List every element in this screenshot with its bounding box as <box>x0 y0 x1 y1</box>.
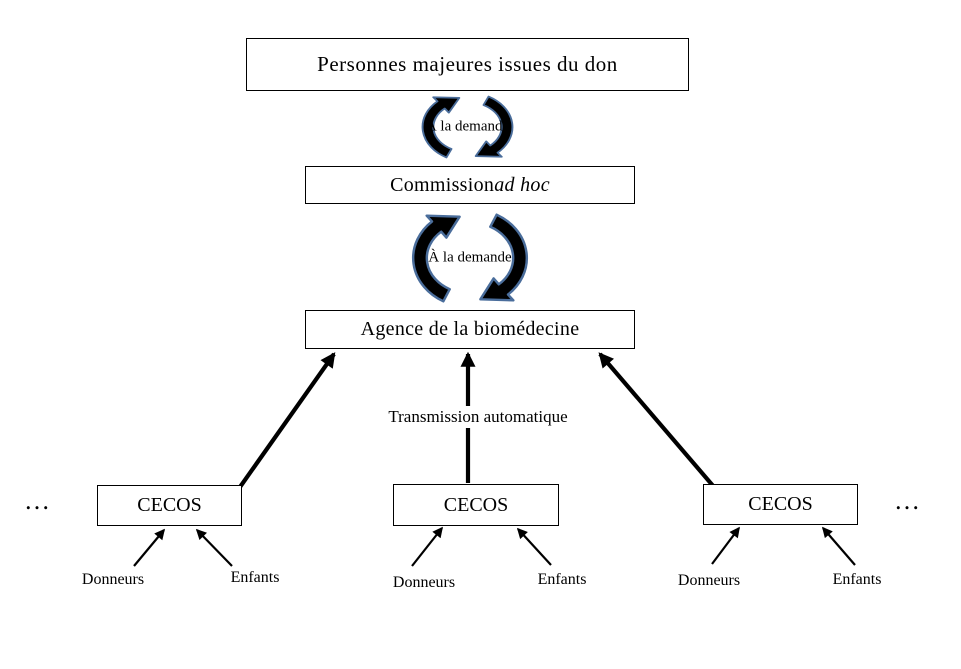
label-donneurs-middle: Donneurs <box>392 574 456 591</box>
arrow-cecos-right-to-agency <box>598 352 716 489</box>
cycle-bottom-label: À la demande <box>428 249 512 266</box>
label-donneurs-left: Donneurs <box>81 571 145 588</box>
box-personnes-majeures: Personnes majeures issues du don <box>246 38 689 91</box>
arrow-enfants-middle <box>516 527 552 566</box>
box-cecos-middle: CECOS <box>393 484 559 526</box>
ellipsis-left: … <box>24 486 53 515</box>
ellipsis-right: … <box>894 486 923 515</box>
arrow-enfants-right <box>821 526 856 566</box>
cycle-arrows-bottom: À la demande <box>372 204 568 312</box>
box-cecos-left: CECOS <box>97 485 242 526</box>
cycle-arrows-top: À la demande <box>390 89 545 165</box>
transmission-automatique-label: Transmission automatique <box>381 406 575 428</box>
box-commission-label: Commission <box>390 173 495 196</box>
label-enfants-right: Enfants <box>832 571 882 588</box>
box-agence-biomedecine: Agence de la biomédecine <box>305 310 635 349</box>
box-cecos-left-label: CECOS <box>137 494 202 516</box>
label-enfants-left: Enfants <box>230 569 280 586</box>
box-cecos-middle-label: CECOS <box>443 493 509 516</box>
label-enfants-middle: Enfants <box>537 571 587 588</box>
box-agence-label: Agence de la biomédecine <box>360 318 580 340</box>
arrow-donneurs-middle <box>411 526 443 567</box>
label-donneurs-right: Donneurs <box>677 572 741 589</box>
arrow-enfants-left <box>195 528 233 567</box>
box-cecos-right: CECOS <box>703 484 858 525</box>
arrow-donneurs-right <box>711 526 740 565</box>
box-commission-ad-hoc: Commission ad hoc <box>305 166 635 204</box>
box-cecos-right-label: CECOS <box>748 493 813 515</box>
arrow-donneurs-left <box>133 528 166 567</box>
box-personnes-majeures-label: Personnes majeures issues du don <box>317 52 618 76</box>
box-commission-label-italic: ad hoc <box>494 173 550 196</box>
cycle-top-label: À la demande <box>425 118 510 135</box>
arrow-cecos-left-to-agency <box>238 352 336 489</box>
